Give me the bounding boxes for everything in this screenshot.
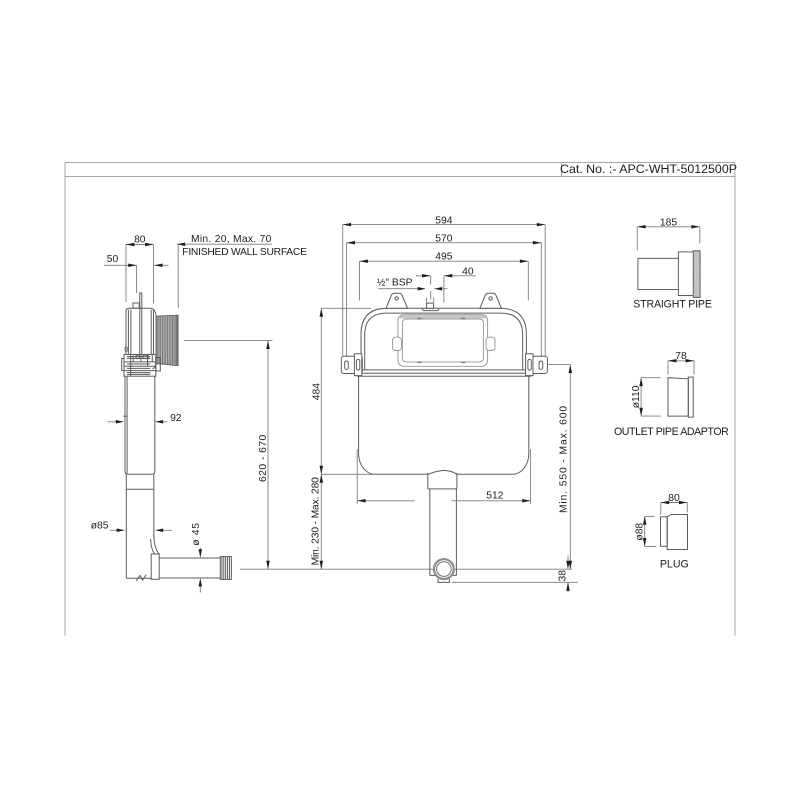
svg-text:80: 80 [134,235,146,246]
svg-text:570: 570 [435,233,452,244]
svg-text:FINISHED WALL SURFACE: FINISHED WALL SURFACE [182,247,307,258]
svg-text:185: 185 [660,218,677,229]
svg-text:Cat. No. :- APC-WHT-5012500P: Cat. No. :- APC-WHT-5012500P [560,162,737,176]
svg-text:Min. 20, Max. 70: Min. 20, Max. 70 [191,234,272,245]
svg-text:38: 38 [557,570,568,582]
svg-text:ø85: ø85 [91,521,109,532]
svg-text:80: 80 [668,493,680,504]
svg-text:78: 78 [675,351,687,362]
svg-text:ø88: ø88 [635,523,646,541]
svg-text:50: 50 [107,254,119,265]
svg-text:OUTLET PIPE ADAPTOR: OUTLET PIPE ADAPTOR [614,426,729,438]
svg-text:40: 40 [462,266,474,277]
svg-text:½" BSP: ½" BSP [377,277,413,288]
svg-text:ø 45: ø 45 [191,522,202,545]
svg-text:ø110: ø110 [631,385,642,408]
svg-text:495: 495 [435,252,452,263]
svg-text:Min. 550 - Max. 600: Min. 550 - Max. 600 [558,405,569,513]
svg-text:512: 512 [486,490,503,501]
svg-text:92: 92 [170,413,182,424]
svg-text:620 - 670: 620 - 670 [258,434,269,482]
svg-text:594: 594 [435,215,452,226]
svg-text:STRAIGHT PIPE: STRAIGHT PIPE [633,299,712,311]
svg-text:PLUG: PLUG [660,559,689,571]
svg-text:Min. 230 - Max. 280: Min. 230 - Max. 280 [311,477,322,566]
svg-text:484: 484 [311,383,322,400]
